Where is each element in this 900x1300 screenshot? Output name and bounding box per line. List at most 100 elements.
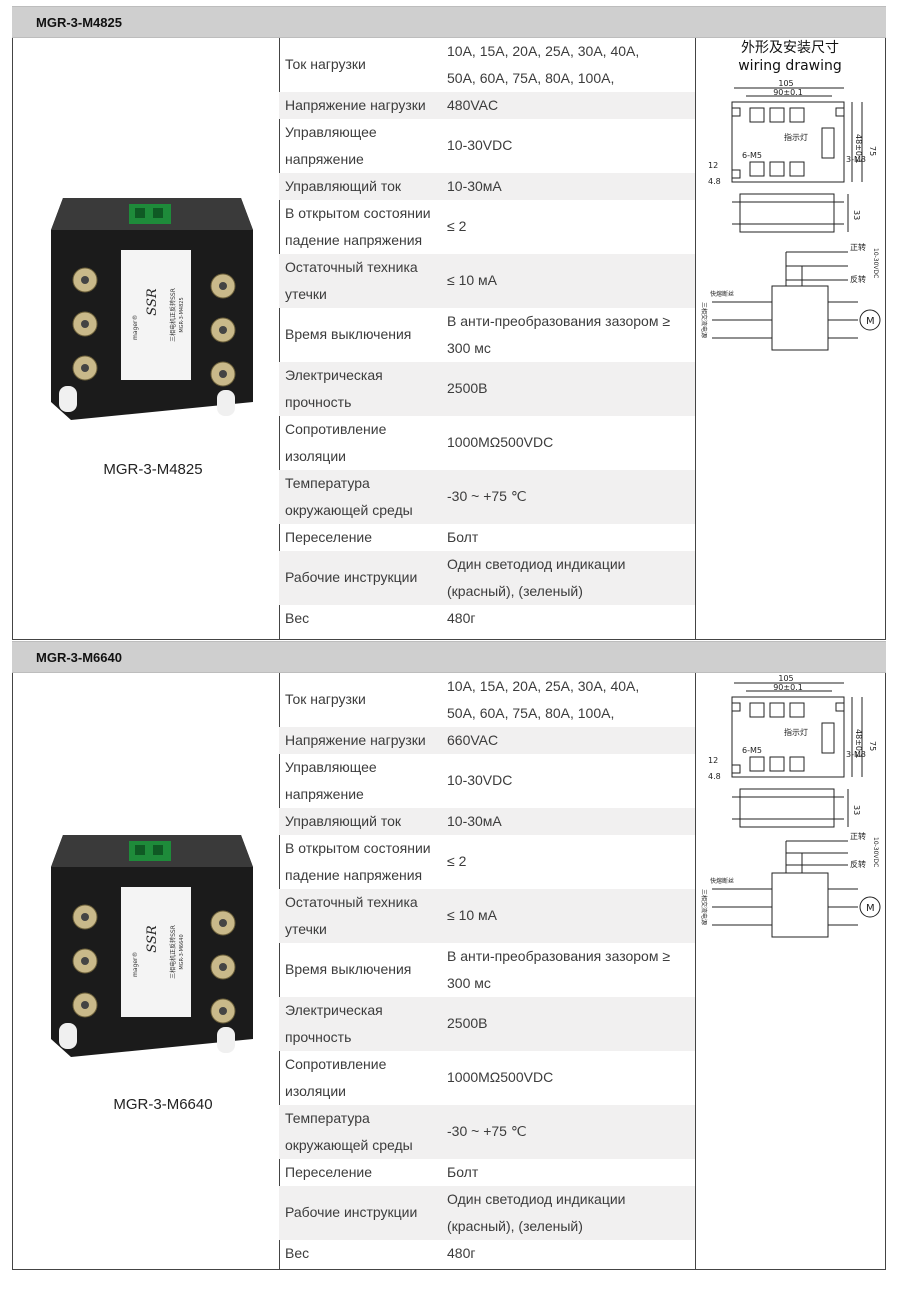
spec-value: 10-30мА	[447, 813, 502, 829]
spec-row-weight: Вес 480г	[279, 1240, 695, 1267]
spec-value: 480г	[447, 610, 476, 626]
svg-text:105: 105	[778, 79, 793, 88]
svg-text:12: 12	[708, 756, 718, 765]
svg-text:75: 75	[868, 741, 877, 751]
spec-row-weight: Вес 480г	[279, 605, 695, 632]
section-body: SSR 三相电机正反转SSR MGR-3-M4825 mager® MGR-3-…	[12, 38, 886, 640]
spec-label: Время выключения	[285, 326, 412, 342]
spec-row-mount: Переселение Болт	[279, 524, 695, 551]
spec-value: 480VAC	[447, 97, 499, 113]
spec-row-voltage: Напряжение нагрузки 480VAC	[279, 92, 695, 119]
spec-value: ≤ 10 мА	[447, 907, 497, 923]
svg-text:MGR-3-M6640: MGR-3-M6640	[179, 934, 185, 969]
spec-value: 10-30VDC	[447, 137, 513, 153]
product-image-column: SSR 三相电机正反转SSR MGR-3-M6640 mager® MGR-3-…	[13, 673, 280, 1269]
svg-text:10-30VDC: 10-30VDC	[872, 248, 879, 278]
svg-text:快熔断丝: 快熔断丝	[710, 290, 734, 298]
dimension-drawing: 105 90±0.1 75 48±0.1 33 6-M5 3-M3 指示灯 12…	[700, 674, 881, 938]
product-section-2: MGR-3-M6640 SSR 三相电机正反转SSR MGR-3-M6640 m…	[12, 641, 886, 1270]
svg-text:3-M3: 3-M3	[846, 155, 866, 164]
spec-value: 660VAC	[447, 732, 499, 748]
svg-text:反转: 反转	[850, 274, 866, 284]
svg-text:指示灯: 指示灯	[784, 727, 808, 737]
svg-text:指示灯: 指示灯	[784, 132, 808, 142]
spec-label: Время выключения	[285, 961, 412, 977]
section-body: SSR 三相电机正反转SSR MGR-3-M6640 mager® MGR-3-…	[12, 673, 886, 1270]
svg-text:外形及安装尺寸: 外形及安装尺寸	[741, 40, 839, 56]
svg-text:SSR: SSR	[145, 288, 160, 316]
svg-text:75: 75	[868, 146, 877, 156]
spec-label: Ток нагрузки	[285, 691, 366, 707]
spec-row-instructions: Рабочие инструкции Один светодиод индика…	[279, 551, 695, 605]
section-title: MGR-3-M4825	[36, 15, 122, 30]
spec-value: ≤ 10 мА	[447, 272, 497, 288]
spec-label: Вес	[285, 610, 310, 626]
svg-text:12: 12	[708, 161, 718, 170]
spec-row-mount: Переселение Болт	[279, 1159, 695, 1186]
spec-value: 10A, 15A, 20A, 25A, 30A, 40A,50A, 60A, 7…	[447, 43, 640, 86]
svg-text:mager®: mager®	[132, 952, 139, 978]
svg-text:正转: 正转	[850, 242, 866, 252]
section-title: MGR-3-M6640	[36, 650, 122, 665]
spec-row-control-current: Управляющий ток 10-30мА	[279, 173, 695, 200]
spec-row-current: Ток нагрузки 10A, 15A, 20A, 25A, 30A, 40…	[279, 673, 695, 727]
spec-value: Болт	[447, 529, 479, 545]
section-header: MGR-3-M4825	[12, 6, 886, 38]
spec-value: В анти-преобразования зазором ≥300 мс	[447, 313, 671, 356]
svg-text:SSR: SSR	[145, 925, 160, 953]
spec-value: 1000MΩ500VDC	[447, 434, 554, 450]
spec-label: Рабочие инструкции	[285, 569, 418, 585]
spec-label: Ток нагрузки	[285, 56, 366, 72]
spec-label: Управляющий ток	[285, 813, 401, 829]
spec-value: -30 ~ +75 ℃	[447, 1123, 527, 1139]
spec-value: 2500В	[447, 1015, 488, 1031]
spec-value: -30 ~ +75 ℃	[447, 488, 527, 504]
svg-text:4.8: 4.8	[708, 772, 721, 781]
spec-row-instructions: Рабочие инструкции Один светодиод индика…	[279, 1186, 695, 1240]
svg-text:wiring drawing: wiring drawing	[738, 58, 842, 74]
svg-text:48±0.1: 48±0.1	[854, 134, 863, 164]
svg-text:3-M3: 3-M3	[846, 750, 866, 759]
svg-text:MGR-3-M4825: MGR-3-M4825	[179, 297, 185, 332]
svg-text:33: 33	[852, 805, 861, 815]
svg-text:快熔断丝: 快熔断丝	[710, 877, 734, 885]
product-section-1: MGR-3-M4825 SSR 三相电机正反转SSR MGR-3-M4825 m…	[12, 6, 886, 640]
svg-text:10-30VDC: 10-30VDC	[872, 837, 879, 867]
product-caption: MGR-3-M6640	[113, 1096, 213, 1113]
spec-value: 10-30мА	[447, 178, 502, 194]
svg-text:三相电机正反转SSR: 三相电机正反转SSR	[169, 288, 177, 342]
svg-text:90±0.1: 90±0.1	[773, 683, 803, 692]
spec-value: 10A, 15A, 20A, 25A, 30A, 40A,50A, 60A, 7…	[447, 678, 640, 721]
svg-text:48±0.1: 48±0.1	[854, 729, 863, 759]
svg-text:三相交流电源: 三相交流电源	[700, 302, 708, 338]
spec-value: В анти-преобразования зазором ≥300 мс	[447, 948, 671, 991]
relay-photo: SSR 三相电机正反转SSR MGR-3-M4825 mager®	[51, 198, 253, 420]
svg-text:三相电机正反转SSR: 三相电机正反转SSR	[169, 925, 177, 979]
spec-row-voltage: Напряжение нагрузки 660VAC	[279, 727, 695, 754]
spec-row-current: Ток нагрузки 10A, 15A, 20A, 25A, 30A, 40…	[279, 38, 695, 92]
wiring-drawing: 105 90±0.1 75 48±0.1 33 6-M5 3-M3 指示灯 12…	[695, 673, 887, 1269]
spec-value: ≤ 2	[447, 853, 467, 869]
spec-label: Управляющий ток	[285, 178, 401, 194]
spec-value: 10-30VDC	[447, 772, 513, 788]
spec-label: Напряжение нагрузки	[285, 97, 426, 113]
spec-value: 2500В	[447, 380, 488, 396]
